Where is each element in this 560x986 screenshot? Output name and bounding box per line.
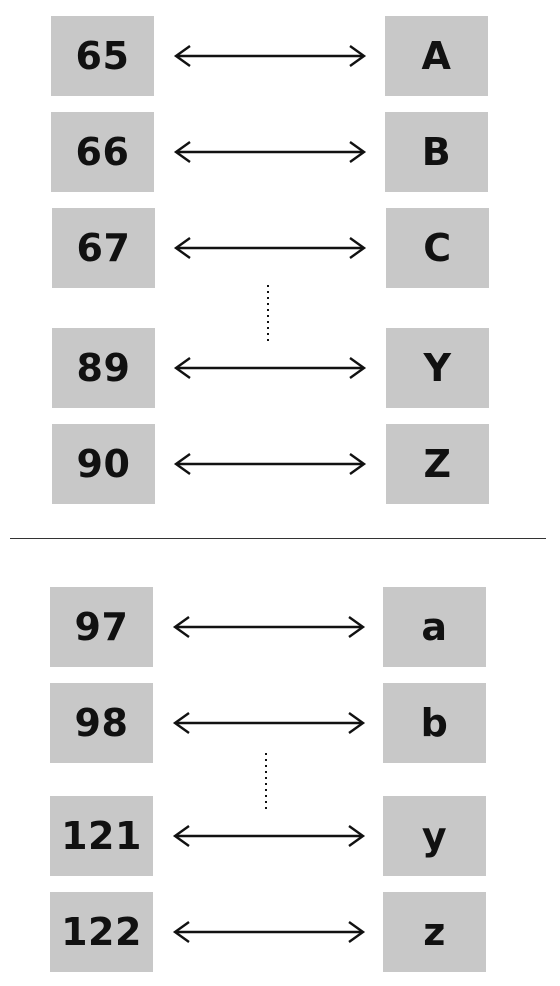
char-label: Y [423, 346, 452, 390]
code-label: 90 [76, 442, 131, 486]
char-box-C: C [386, 208, 489, 288]
char-label: A [421, 34, 452, 78]
char-box-b: b [383, 683, 486, 763]
code-box-89: 89 [52, 328, 155, 408]
double-headed-arrow-icon [172, 356, 368, 380]
code-label: 98 [74, 701, 129, 745]
code-box-90: 90 [52, 424, 155, 504]
char-box-a: a [383, 587, 486, 667]
code-label: 97 [74, 605, 129, 649]
char-label: b [420, 701, 449, 745]
code-box-121: 121 [50, 796, 153, 876]
code-label: 67 [76, 226, 131, 270]
double-headed-arrow-icon [171, 824, 367, 848]
double-headed-arrow-icon [171, 615, 367, 639]
double-headed-arrow-icon [171, 920, 367, 944]
char-label: y [421, 814, 448, 858]
code-box-66: 66 [51, 112, 154, 192]
vertical-ellipsis-icon [266, 284, 270, 344]
code-label: 121 [61, 814, 142, 858]
code-box-98: 98 [50, 683, 153, 763]
code-box-97: 97 [50, 587, 153, 667]
char-box-z: z [383, 892, 486, 972]
code-label: 66 [75, 130, 130, 174]
code-box-122: 122 [50, 892, 153, 972]
double-headed-arrow-icon [172, 44, 368, 68]
code-box-65: 65 [51, 16, 154, 96]
char-label: C [423, 226, 452, 270]
vertical-ellipsis-icon [264, 752, 268, 812]
char-label: B [421, 130, 452, 174]
char-label: z [423, 910, 446, 954]
char-box-y: y [383, 796, 486, 876]
char-label: a [421, 605, 448, 649]
double-headed-arrow-icon [171, 711, 367, 735]
double-headed-arrow-icon [172, 140, 368, 164]
code-label: 122 [61, 910, 142, 954]
section-divider [10, 538, 546, 539]
char-box-Y: Y [386, 328, 489, 408]
char-box-A: A [385, 16, 488, 96]
double-headed-arrow-icon [172, 452, 368, 476]
double-headed-arrow-icon [172, 236, 368, 260]
char-box-Z: Z [386, 424, 489, 504]
char-label: Z [423, 442, 452, 486]
code-label: 89 [76, 346, 131, 390]
code-label: 65 [75, 34, 130, 78]
char-box-B: B [385, 112, 488, 192]
code-box-67: 67 [52, 208, 155, 288]
